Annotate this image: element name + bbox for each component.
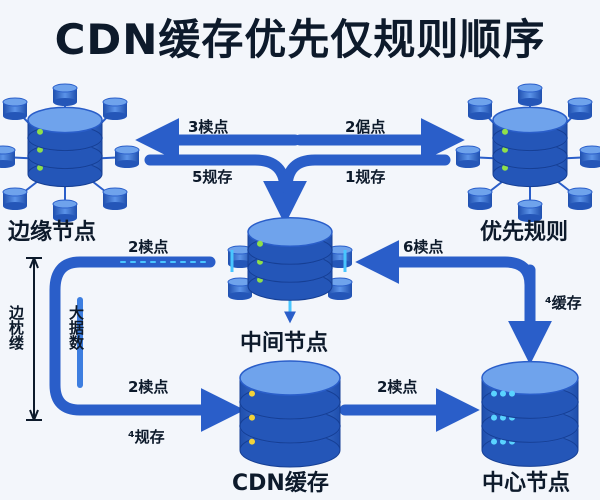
mini-db-top	[455, 145, 481, 155]
mini-db-top	[579, 145, 600, 155]
mini-db-bottom	[580, 160, 600, 168]
label-vertical-inner: 大据数	[67, 305, 85, 350]
label-top-right-upper: 2倨点	[345, 118, 386, 136]
vertical-range-bar	[26, 257, 42, 421]
db-status-led	[249, 390, 255, 397]
mini-db-bottom	[228, 292, 252, 300]
label-cdn-cache: CDN缓存	[232, 471, 329, 496]
db-middle-node	[227, 216, 353, 301]
mini-db-top	[2, 97, 28, 107]
mini-db-bottom	[518, 98, 542, 106]
mini-db-bottom	[568, 112, 592, 120]
mini-db-top	[52, 199, 78, 209]
cluster-edge-node	[0, 83, 140, 222]
mini-db-top	[114, 145, 140, 155]
label-right-side: ⁴缓存	[545, 294, 582, 312]
cluster-priority-rule	[455, 83, 600, 222]
mini-db-top	[567, 187, 593, 197]
mini-db-bottom	[468, 202, 492, 210]
label-mid-right: 6椟点	[403, 238, 444, 256]
label-low-left-upper: 2椟点	[128, 378, 169, 396]
mini-db-bottom	[228, 260, 252, 268]
mini-db-top	[567, 97, 593, 107]
mini-db-bottom	[53, 214, 77, 222]
middle-highlight-bracket	[230, 250, 347, 272]
label-vertical-outer: 边枕缕	[7, 305, 25, 350]
label-top-left-lower: 5规存	[192, 168, 233, 186]
arrow-left-loop	[49, 256, 245, 432]
db-layer-top	[27, 106, 103, 134]
mini-db-top	[517, 83, 543, 93]
db-status-led	[491, 438, 497, 445]
mini-db-bottom	[3, 112, 27, 120]
db-status-led	[491, 414, 497, 421]
mini-db-top	[2, 187, 28, 197]
mini-db-top	[0, 145, 16, 155]
db-layer-top	[492, 106, 568, 134]
label-middle-node: 中间节点	[240, 331, 329, 356]
label-mid-left: 2椟点	[128, 238, 169, 256]
mini-db-bottom	[328, 292, 352, 300]
db-status-led	[249, 438, 255, 445]
db-center-node	[481, 360, 579, 467]
mini-db-bottom	[103, 202, 127, 210]
arrow-top-funnel-right	[281, 154, 451, 194]
page-title: CDN缓存优先仅规则顺序	[54, 15, 546, 64]
db-status-led	[500, 390, 506, 397]
label-top-right-lower: 1规存	[345, 168, 386, 186]
db-status-led	[257, 240, 263, 247]
mini-db-top	[467, 97, 493, 107]
mini-db-top	[52, 83, 78, 93]
flow-arrows	[49, 118, 552, 432]
db-layer-top	[247, 216, 333, 248]
mini-db-bottom	[53, 98, 77, 106]
db-status-led	[37, 128, 43, 135]
mini-db-bottom	[518, 214, 542, 222]
label-low-left-lower: ⁴规存	[128, 428, 165, 446]
label-priority-rule: 优先规则	[480, 220, 569, 245]
db-layer-top	[481, 360, 579, 396]
mini-db-top	[517, 199, 543, 209]
mini-db-bottom	[568, 202, 592, 210]
mini-db-bottom	[468, 112, 492, 120]
db-status-led	[249, 414, 255, 421]
mini-db-bottom	[115, 160, 139, 168]
label-top-left-upper: 3椟点	[188, 118, 229, 136]
mini-db-bottom	[3, 202, 27, 210]
mini-db-bottom	[103, 112, 127, 120]
mini-db-top	[102, 97, 128, 107]
label-edge-node: 边缘节点	[8, 220, 97, 245]
db-status-led	[502, 128, 508, 135]
label-low-mid: 2椟点	[377, 378, 418, 396]
db-cdn-cache	[239, 360, 341, 468]
db-status-led	[491, 390, 497, 397]
mini-db-top	[102, 187, 128, 197]
mini-db-bottom	[456, 160, 480, 168]
mini-db-bottom	[0, 160, 15, 168]
db-status-led	[509, 390, 515, 397]
db-layer-top	[239, 360, 341, 396]
mini-db-top	[467, 187, 493, 197]
label-center-node: 中心节点	[482, 471, 571, 496]
